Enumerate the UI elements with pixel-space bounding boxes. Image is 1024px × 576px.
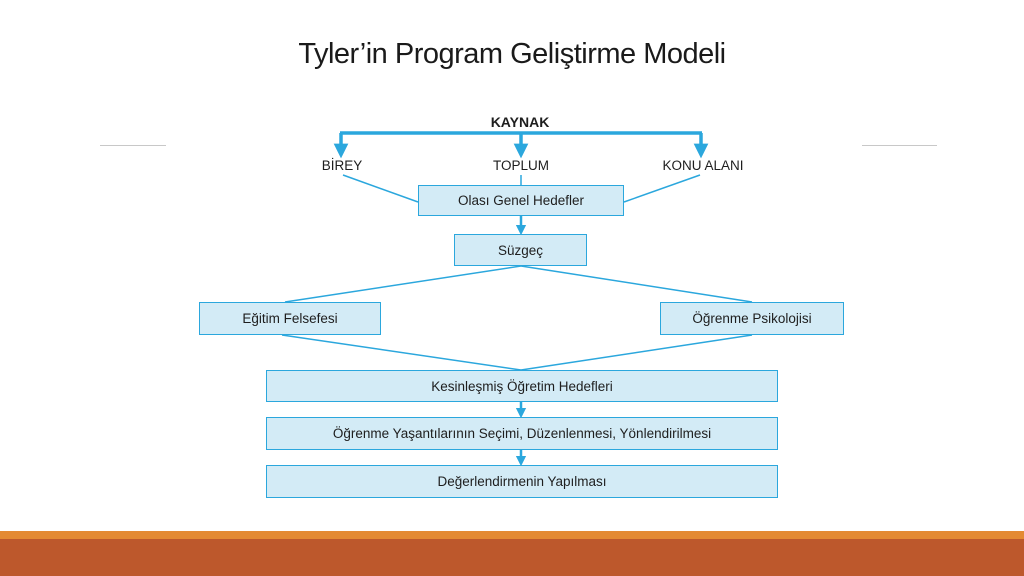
- psychology-to-definite: [520, 334, 753, 371]
- birey-to-goals: [342, 174, 419, 203]
- box-evaluation: Değerlendirmenin Yapılması: [266, 465, 778, 498]
- box-filter: Süzgeç: [454, 234, 587, 266]
- source-society: TOPLUM: [492, 158, 550, 173]
- footer-band-rust: [0, 539, 1024, 576]
- source-subject-area: KONU ALANI: [662, 158, 744, 173]
- box-definite-instructional-goals: Kesinleşmiş Öğretim Hedefleri: [266, 370, 778, 402]
- left-divider: [100, 145, 166, 146]
- philosophy-to-definite: [281, 334, 522, 371]
- box-education-philosophy: Eğitim Felsefesi: [199, 302, 381, 335]
- filter-to-psychology: [520, 265, 753, 303]
- box-learning-psychology: Öğrenme Psikolojisi: [660, 302, 844, 335]
- source-label: KAYNAK: [490, 114, 550, 130]
- slide-title: Tyler’in Program Geliştirme Modeli: [298, 38, 726, 70]
- konu-to-goals: [623, 174, 701, 203]
- box-learning-experiences: Öğrenme Yaşantılarının Seçimi, Düzenlenm…: [266, 417, 778, 450]
- right-divider: [862, 145, 937, 146]
- filter-to-philosophy: [284, 265, 522, 303]
- source-individual: BİREY: [321, 158, 363, 173]
- box-possible-general-goals: Olası Genel Hedefler: [418, 185, 624, 216]
- footer-band-orange: [0, 531, 1024, 539]
